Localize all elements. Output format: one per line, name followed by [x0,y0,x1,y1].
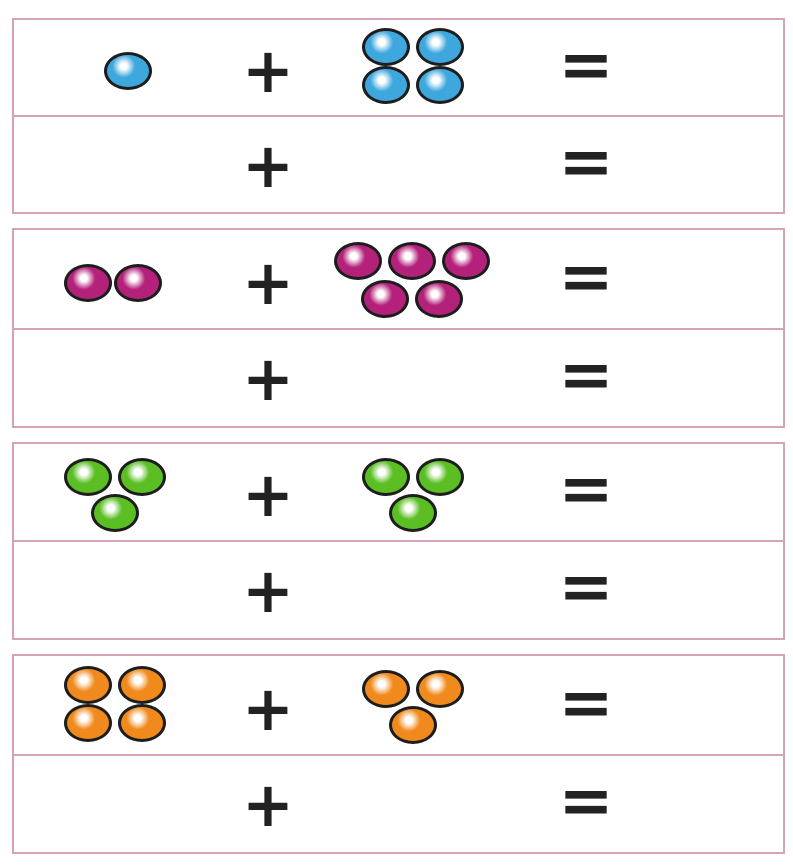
plus-sign: + [242,129,294,202]
counter-dot [64,666,112,704]
picture-row: + = [14,230,783,330]
picture-row: + = [14,20,783,117]
number-row: + = [14,117,783,212]
addend-blank[interactable] [54,774,174,834]
equals-sign: = [558,123,614,200]
equals-sign: = [558,762,614,839]
addend-blank[interactable] [364,348,484,408]
problem-2: + = + = [12,228,785,428]
counter-dot [334,242,382,280]
problem-1: + = + = [12,18,785,214]
sum-blank[interactable] [654,348,774,408]
counter-dot [362,28,410,66]
plus-sign: + [242,342,294,415]
plus-sign: + [242,458,294,531]
equals-sign: = [558,26,614,103]
addend-blank[interactable] [364,135,484,195]
counter-dot [416,28,464,66]
addend-blank[interactable] [364,774,484,834]
counter-dot [415,280,463,318]
counter-dot [64,704,112,742]
picture-row: + = [14,444,783,542]
counter-dot [104,52,152,90]
counter-dot [416,670,464,708]
plus-sign: + [242,768,294,841]
addend-blank[interactable] [54,135,174,195]
counter-dot [389,494,437,532]
counter-dot [91,494,139,532]
equals-sign: = [558,664,614,741]
counter-dot [362,458,410,496]
plus-sign: + [242,672,294,745]
counter-dot [389,706,437,744]
counter-dot [416,66,464,104]
counter-dot [388,242,436,280]
counter-dot [442,242,490,280]
number-row: + = [14,330,783,426]
counter-dot [114,264,162,302]
addend-blank[interactable] [364,560,484,620]
counter-dot [118,458,166,496]
sum-blank[interactable] [654,774,774,834]
problem-4: + = + = [12,654,785,854]
plus-sign: + [242,34,294,107]
answer-blank[interactable] [654,676,774,736]
equals-sign: = [558,548,614,625]
answer-blank[interactable] [654,462,774,522]
number-row: + = [14,756,783,852]
answer-blank[interactable] [654,38,774,98]
counter-dot [118,704,166,742]
counter-dot [362,670,410,708]
equals-sign: = [558,336,614,413]
equals-sign: = [558,238,614,315]
sum-blank[interactable] [654,135,774,195]
addend-blank[interactable] [54,348,174,408]
counter-dot [64,458,112,496]
answer-blank[interactable] [654,250,774,310]
addend-blank[interactable] [54,560,174,620]
counter-dot [118,666,166,704]
plus-sign: + [242,554,294,627]
counter-dot [416,458,464,496]
number-row: + = [14,542,783,638]
counter-dot [361,280,409,318]
plus-sign: + [242,246,294,319]
counter-dot [64,264,112,302]
picture-row: + = [14,656,783,756]
sum-blank[interactable] [654,560,774,620]
problem-3: + = + = [12,442,785,640]
equals-sign: = [558,450,614,527]
counter-dot [362,66,410,104]
